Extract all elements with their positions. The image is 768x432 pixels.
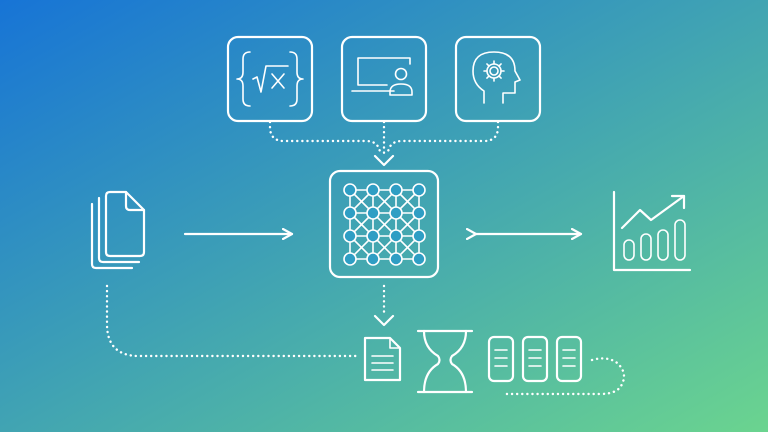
network-node bbox=[366, 206, 380, 220]
math-formula-icon bbox=[226, 35, 314, 123]
network-node bbox=[412, 206, 426, 220]
network-node bbox=[389, 206, 403, 220]
gear-ring bbox=[486, 63, 502, 79]
network-node bbox=[343, 252, 357, 266]
network-node bbox=[412, 252, 426, 266]
brain-gear-icon bbox=[454, 35, 542, 123]
network-node bbox=[389, 229, 403, 243]
network-node bbox=[412, 229, 426, 243]
arrowhead-into-document bbox=[373, 314, 395, 327]
connector-brain-to-network bbox=[386, 120, 500, 154]
network-node bbox=[343, 183, 357, 197]
network-node bbox=[366, 183, 380, 197]
connector-math-to-network bbox=[268, 120, 382, 154]
network-node bbox=[389, 252, 403, 266]
network-node bbox=[366, 252, 380, 266]
laptop-user-icon bbox=[340, 35, 428, 123]
network-node bbox=[366, 229, 380, 243]
network-node bbox=[343, 206, 357, 220]
server-racks-icon bbox=[487, 335, 583, 383]
network-node bbox=[389, 183, 403, 197]
hourglass-icon bbox=[416, 329, 474, 394]
network-node bbox=[343, 229, 357, 243]
growth-chart-icon bbox=[612, 190, 692, 272]
document-icon bbox=[363, 336, 402, 382]
network-node bbox=[412, 183, 426, 197]
neural-network-icon bbox=[328, 169, 440, 279]
documents-stack-icon bbox=[90, 190, 146, 270]
arrowhead-into-network bbox=[373, 154, 395, 167]
